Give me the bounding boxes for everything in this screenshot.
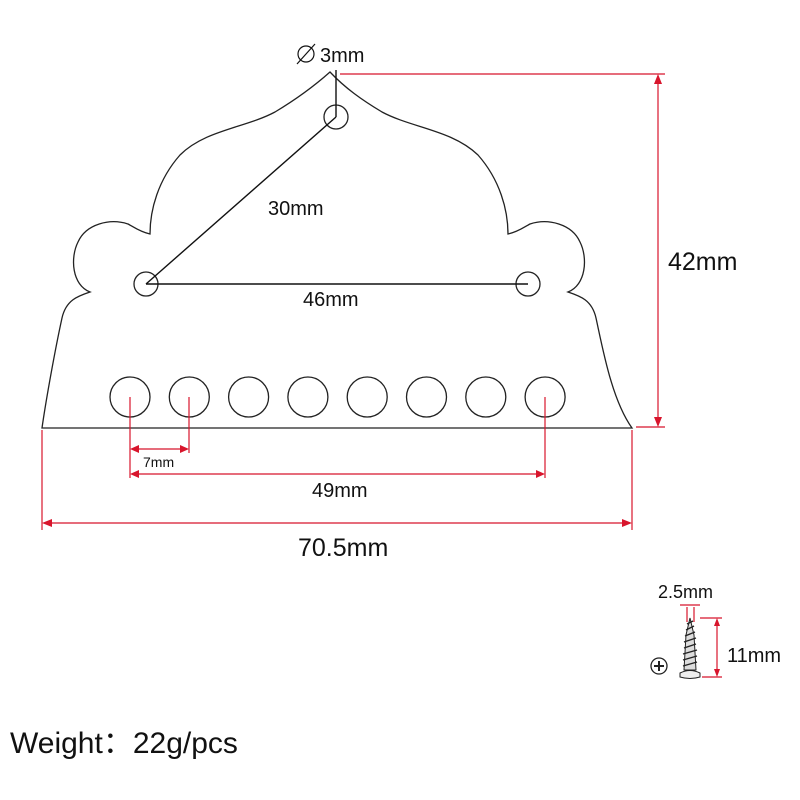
mount-spacing-label: 46mm [303, 289, 359, 311]
height-dimension [340, 73, 665, 428]
string-hole [405, 376, 448, 418]
svg-text:3mm: 3mm [320, 45, 364, 67]
hole-diameter-label: 3mm [296, 43, 364, 67]
height-label: 42mm [668, 248, 737, 276]
string-spacing-label: 7mm [143, 454, 174, 470]
tailpiece-outline [41, 71, 634, 429]
string-spacing-dimension [129, 397, 546, 478]
string-hole [346, 376, 388, 418]
string-holes [109, 376, 566, 418]
string-hole [227, 376, 270, 418]
string-hole [287, 376, 329, 418]
string-span-dimension [130, 470, 545, 478]
screw-diameter-label: 2.5mm [658, 582, 713, 602]
screw-diameter-dimension [680, 604, 700, 622]
screw-length-dimension [700, 617, 722, 678]
total-width-dimension [41, 430, 633, 530]
screw-drawing [650, 617, 701, 679]
weight-label: Weight：22g/pcs [10, 727, 238, 760]
diagonal-dimension-line [145, 116, 337, 285]
string-hole [465, 376, 507, 418]
total-width-label: 70.5mm [298, 534, 388, 562]
diagonal-spacing-label: 30mm [268, 198, 324, 220]
screw-length-label: 11mm [727, 645, 781, 667]
string-span-label: 49mm [312, 480, 368, 502]
